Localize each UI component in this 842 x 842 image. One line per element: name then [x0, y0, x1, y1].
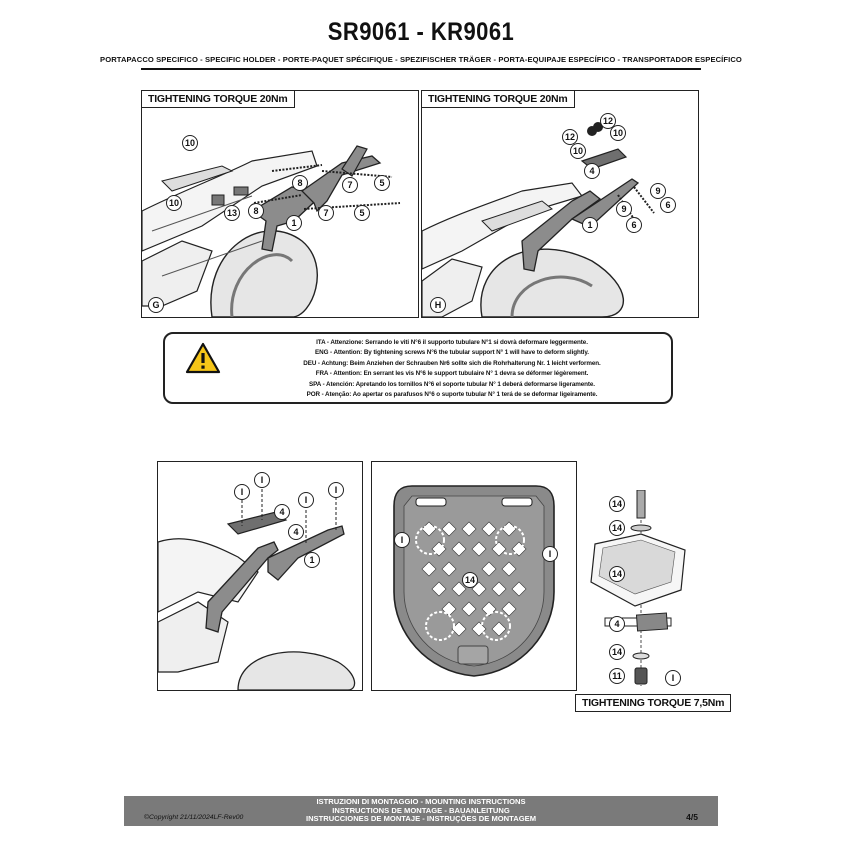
footer-line: INSTRUCCIONES DE MONTAJE - INSTRUÇÕES DE…: [305, 814, 537, 824]
footer-instructions: ISTRUZIONI DI MONTAGGIO - MOUNTING INSTR…: [124, 797, 718, 824]
callout-badge: I: [328, 482, 344, 498]
warning-line: DEU - Achtung: Beim Anziehen der Schraub…: [303, 359, 601, 367]
callout-badge: I: [234, 484, 250, 500]
warning-line: ENG - Attention: By tightening screws N°…: [315, 349, 589, 357]
callout-badge: 8: [292, 175, 308, 191]
callout-badge: 4: [274, 504, 290, 520]
panel-h-illustration: [422, 122, 655, 317]
callout-badge: 5: [374, 175, 390, 191]
callout-badge: 10: [570, 143, 586, 159]
callout-badge: 6: [626, 217, 642, 233]
callout-badge: 1: [304, 552, 320, 568]
callout-badge: 10: [610, 125, 626, 141]
warning-box: ITA - Attenzione: Serrando le viti N°6 i…: [163, 332, 673, 404]
footer-line: INSTRUCTIONS DE MONTAGE - BAUANLEITUNG: [332, 805, 510, 815]
callout-badge: 10: [166, 195, 182, 211]
panel-h-torque-label: TIGHTENING TORQUE 20Nm: [422, 91, 575, 108]
callout-badge: 8: [248, 203, 264, 219]
panel-step-g: TIGHTENING TORQUE 20Nm 10 10 13 8 8 7 7 …: [141, 90, 419, 318]
panel-step-i-plate: I I 14: [371, 461, 577, 691]
warning-line: SPA - Atención: Apretando los tornillos …: [309, 380, 595, 388]
panel-step-i-bike: I I I I 4 4 1: [157, 461, 363, 691]
callout-badge: 5: [354, 205, 370, 221]
callout-badge: 9: [650, 183, 666, 199]
step-letter-badge: H: [430, 297, 446, 313]
callout-badge: I: [298, 492, 314, 508]
callout-badge: I: [394, 532, 410, 548]
callout-badge: 10: [182, 135, 198, 151]
callout-badge: 4: [584, 163, 600, 179]
panel-g-illustration: [142, 145, 401, 317]
warning-line: FRA - Attention: En serrant les vis N°6 …: [315, 370, 589, 378]
hardware-illustration: [590, 490, 686, 686]
callout-badge: 14: [462, 572, 478, 588]
document-subtitle: PORTAPACCO SPECIFICO - SPECIFIC HOLDER -…: [100, 55, 742, 64]
callout-badge: 14: [609, 644, 625, 660]
callout-badge: I: [254, 472, 270, 488]
callout-badge: 6: [660, 197, 676, 213]
callout-badge: I: [665, 670, 681, 686]
step-letter-badge: G: [148, 297, 164, 313]
callout-badge: 12: [600, 113, 616, 129]
warning-text: ITA - Attenzione: Serrando le viti N°6 i…: [237, 338, 667, 400]
callout-badge: 11: [609, 668, 625, 684]
title-divider: [141, 68, 701, 70]
callout-badge: 4: [288, 524, 304, 540]
callout-badge: 7: [342, 177, 358, 193]
callout-badge: 7: [318, 205, 334, 221]
callout-badge: 14: [609, 496, 625, 512]
panel-step-h: TIGHTENING TORQUE 20Nm 12 12 10 10 4 9 6…: [421, 90, 699, 318]
footer-line: ISTRUZIONI DI MONTAGGIO - MOUNTING INSTR…: [316, 797, 526, 806]
callout-badge: 12: [562, 129, 578, 145]
callout-badge: I: [542, 546, 558, 562]
footer-bar: ISTRUZIONI DI MONTAGGIO - MOUNTING INSTR…: [124, 796, 718, 826]
callout-badge: 14: [609, 520, 625, 536]
page-number: 4/5: [686, 812, 698, 822]
panel-g-torque-label: TIGHTENING TORQUE 20Nm: [142, 91, 295, 108]
copyright-text: ©Copyright 21/11/2024LF-Rev00: [144, 814, 244, 821]
callout-badge: 14: [609, 566, 625, 582]
callout-badge: 4: [609, 616, 625, 632]
callout-badge: 1: [286, 215, 302, 231]
warning-line: POR - Atenção: Ao apertar os parafusos N…: [306, 391, 598, 399]
warning-triangle-icon: [185, 342, 221, 374]
callout-badge: 9: [616, 201, 632, 217]
warning-line: ITA - Attenzione: Serrando le viti N°6 i…: [316, 339, 588, 346]
callout-badge: 13: [224, 205, 240, 221]
torque-7-5-label: TIGHTENING TORQUE 7,5Nm: [575, 694, 732, 712]
hardware-exploded-view: 14 14 14 4 14 11 I: [585, 490, 695, 690]
document-title: SR9061 - KR9061: [327, 18, 515, 46]
callout-badge: 1: [582, 217, 598, 233]
